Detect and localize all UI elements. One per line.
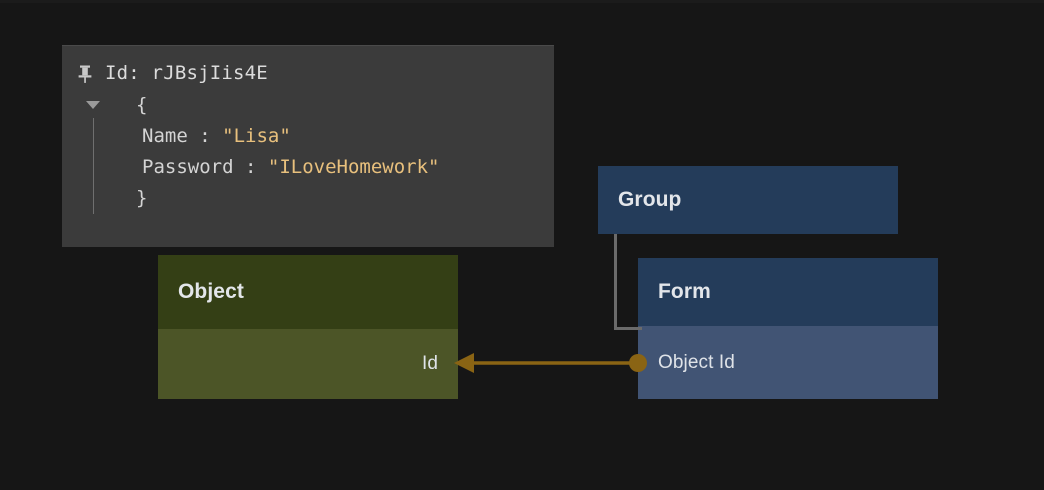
- elbow-vertical-segment: [614, 234, 617, 330]
- json-property-colon: :: [199, 125, 211, 147]
- json-property-separator: [234, 152, 245, 183]
- tooltip-json-body: { Name : "Lisa" Password : "ILoveHomewor…: [76, 90, 540, 214]
- json-property-row: Password : "ILoveHomework": [106, 152, 540, 183]
- json-space: [211, 121, 222, 152]
- node-object-title: Object: [158, 255, 458, 329]
- json-space: [256, 152, 267, 183]
- json-open-brace-row: {: [106, 90, 540, 121]
- json-property-key: Password: [142, 156, 234, 178]
- json-property-row: Name : "Lisa": [106, 121, 540, 152]
- tooltip-header: Id: rJBsjIis4E: [76, 58, 540, 89]
- indent-guide-line: [93, 118, 94, 214]
- json-close-brace-row: }: [106, 183, 540, 214]
- node-group[interactable]: Group: [598, 166, 898, 234]
- connector-object-id-link: [454, 353, 647, 373]
- top-edge-strip: [0, 0, 1044, 3]
- json-open-brace: {: [136, 94, 148, 116]
- pin-icon: [78, 65, 92, 83]
- json-inspector-tooltip: Id: rJBsjIis4E { Name : "Lisa" Password …: [62, 45, 554, 247]
- node-object[interactable]: Object Id: [158, 255, 458, 399]
- json-property-value: "ILoveHomework": [267, 156, 440, 178]
- json-close-brace: }: [136, 187, 148, 209]
- tooltip-id-label: Id: rJBsjIis4E: [105, 62, 268, 84]
- json-property-value: "Lisa": [222, 125, 291, 147]
- node-form-title: Form: [638, 258, 938, 326]
- node-group-title: Group: [598, 166, 898, 234]
- node-form-field-object-id[interactable]: Object Id: [638, 326, 938, 399]
- caret-down-icon[interactable]: [86, 101, 100, 109]
- json-property-separator: [188, 121, 199, 152]
- node-object-field-id[interactable]: Id: [158, 329, 458, 399]
- json-property-key: Name: [142, 125, 188, 147]
- json-property-colon: :: [244, 156, 257, 178]
- node-form[interactable]: Form Object Id: [638, 258, 938, 399]
